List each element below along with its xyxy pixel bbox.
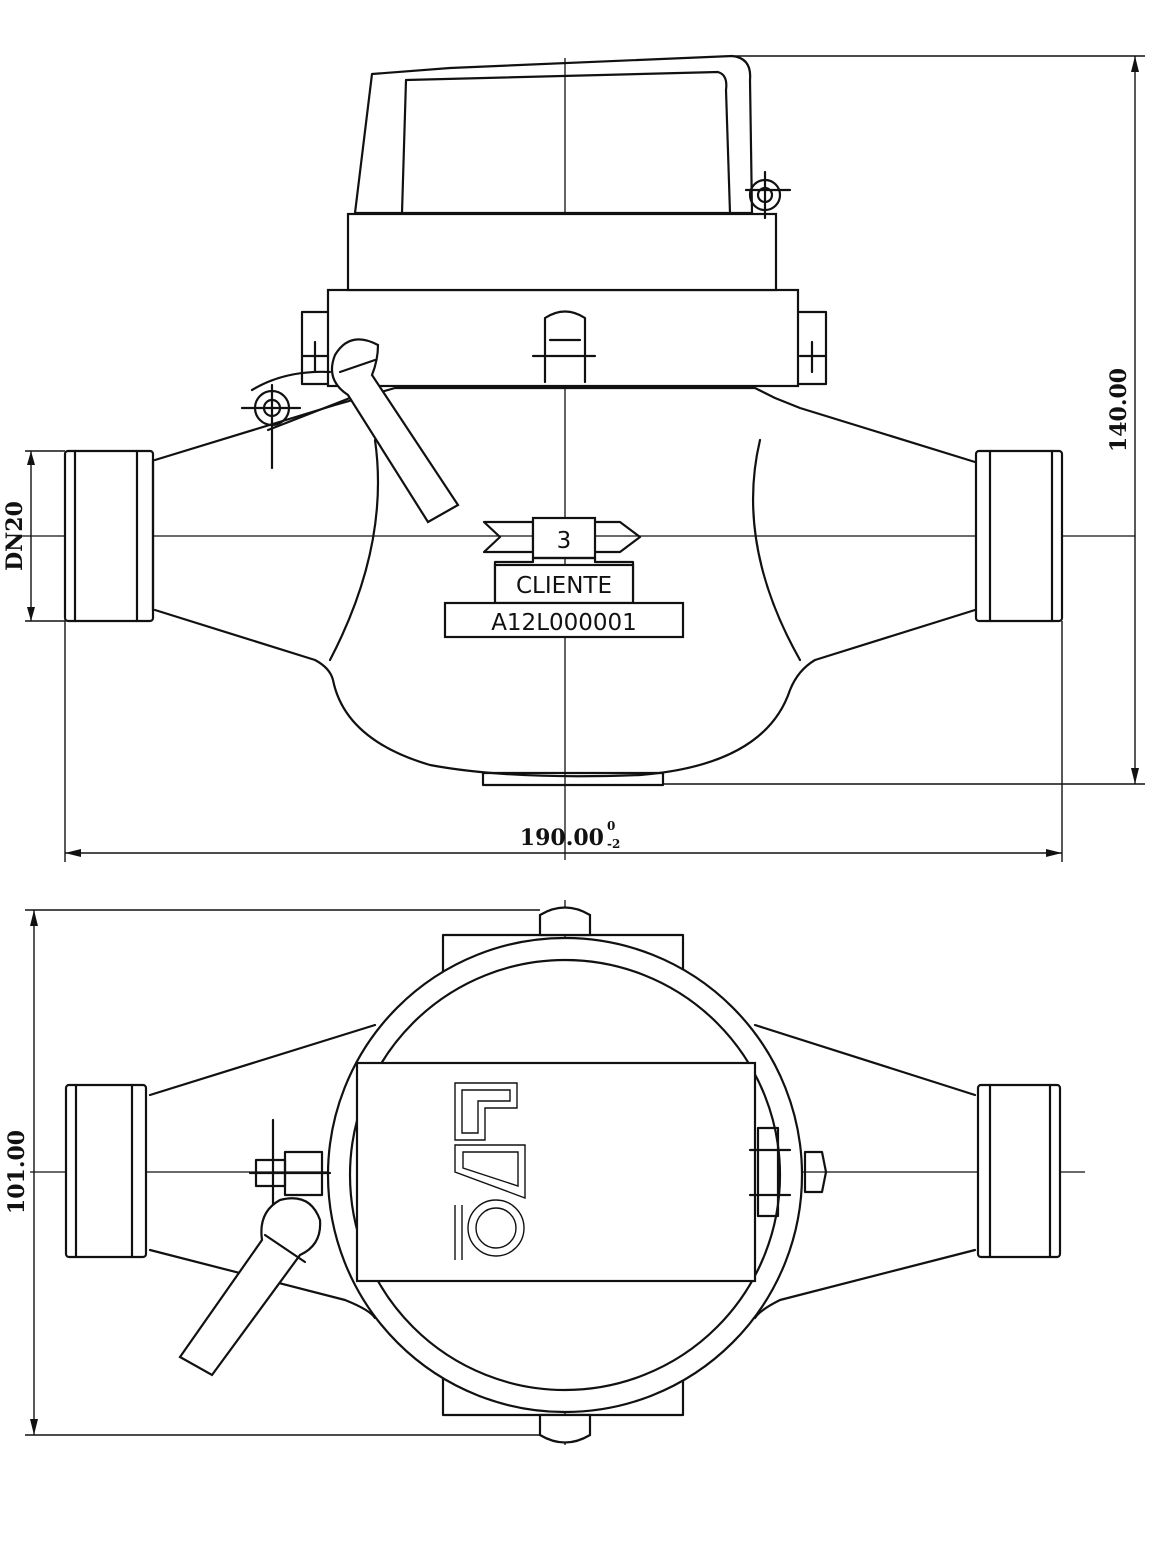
flange-lug-right: [796, 310, 828, 386]
top-body-outline: [148, 1023, 977, 1320]
width-label: 101.00: [4, 1130, 30, 1214]
top-right-seal: [756, 1126, 780, 1218]
height-label: 140.00: [1106, 368, 1132, 452]
client-label: CLIENTE: [516, 573, 612, 599]
top-right-nipple: [803, 1150, 828, 1194]
flange-lug-left: [300, 310, 330, 386]
top-boss: [543, 310, 587, 384]
meter-lid: [353, 54, 754, 215]
length-label: 190.00: [520, 825, 604, 851]
flow-arrow-out: [593, 520, 642, 554]
top-seal-handle: [178, 1197, 322, 1377]
flow-arrow-in: [482, 520, 535, 554]
top-right-connection: [976, 1083, 1062, 1259]
lao-logo: [454, 1082, 526, 1260]
client-label-box: [493, 563, 635, 605]
top-boss-north: [538, 906, 592, 937]
seal-handle: [330, 338, 460, 524]
serial-number: A12L000001: [491, 610, 637, 636]
serial-box: [443, 601, 685, 639]
dn20-label: DN20: [2, 501, 28, 571]
length-lower-tolerance: -2: [607, 837, 620, 851]
flow-nameplate: 3 CLIENTE A12L000001: [443, 516, 685, 639]
left-connection: [63, 449, 155, 623]
front-view: [15, 54, 1135, 860]
register-digit: 3: [557, 528, 572, 554]
front-dimensions: DN20 140.00 190.00 0 -2: [2, 55, 1145, 862]
right-connection: [974, 449, 1064, 623]
bottom-plug: [481, 771, 665, 787]
top-view: [30, 900, 1085, 1445]
top-lid: [355, 1061, 757, 1283]
top-inner-ring: [348, 958, 782, 1392]
body-inner-arc-right: [752, 438, 802, 662]
top-boss-south: [538, 1413, 592, 1444]
body-inner-arc-left: [328, 438, 380, 662]
register-housing: [346, 212, 778, 292]
top-left-connection: [64, 1083, 148, 1259]
top-dimensions: 101.00: [4, 909, 540, 1436]
meter-flange: [326, 288, 800, 388]
length-upper-tolerance: 0: [607, 819, 615, 833]
